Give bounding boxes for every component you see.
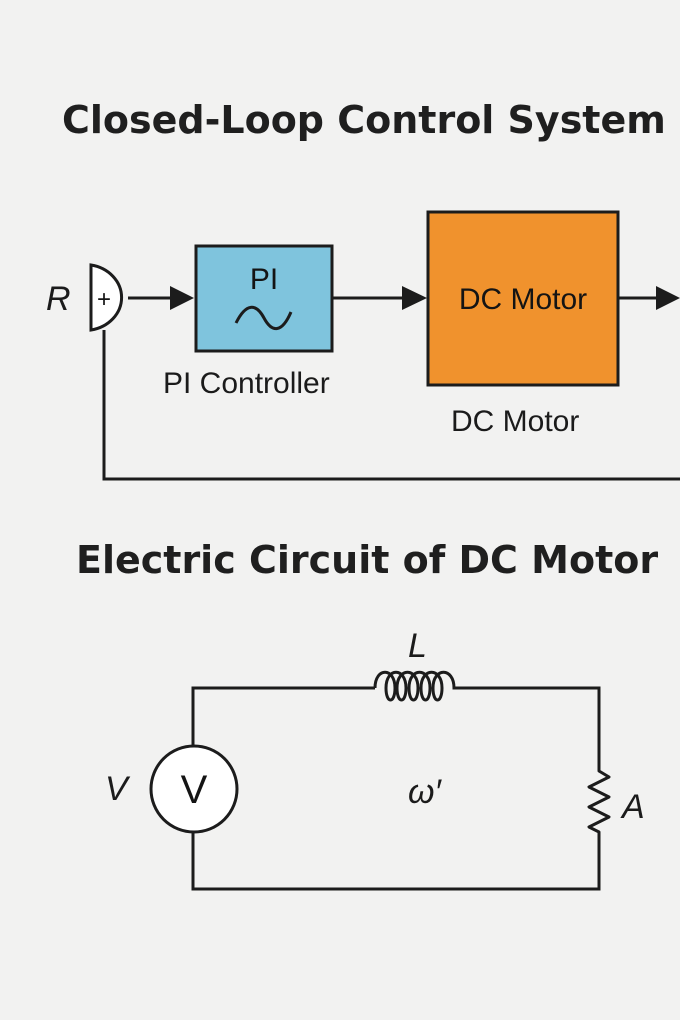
circuit-title: Electric Circuit of DC Motor — [76, 538, 658, 582]
inductor-label: L — [408, 627, 427, 665]
pi-controller-caption: PI Controller — [163, 367, 330, 400]
summing-plus-sign: + — [97, 286, 111, 313]
voltage-source-symbol: V — [181, 768, 208, 812]
dc-motor-caption: DC Motor — [451, 405, 579, 438]
sine-wave-icon — [234, 305, 293, 330]
reference-input-label: R — [46, 280, 71, 318]
control-system-title: Closed-Loop Control System — [62, 98, 666, 142]
summing-junction: + — [89, 263, 124, 332]
arrow-pi-to-motor — [332, 286, 427, 310]
voltage-source: V — [149, 744, 239, 834]
angular-speed-label: ω′ — [408, 773, 442, 811]
feedback-path — [102, 330, 680, 481]
pi-controller-box — [194, 244, 334, 353]
arrow-junction-to-pi — [128, 286, 194, 310]
inductor-symbol — [373, 670, 467, 702]
dc-motor-block: DC Motor — [426, 210, 620, 387]
dc-motor-box — [426, 210, 620, 387]
circuit-wires — [191, 686, 601, 891]
voltage-label: V — [105, 770, 131, 808]
output-arrow — [618, 286, 680, 310]
resistor-label: A — [620, 788, 645, 826]
pi-controller-block: PI — [194, 244, 334, 353]
pi-block-text: PI — [250, 263, 278, 296]
resistor-symbol — [587, 765, 611, 838]
dc-motor-block-text: DC Motor — [459, 283, 587, 316]
